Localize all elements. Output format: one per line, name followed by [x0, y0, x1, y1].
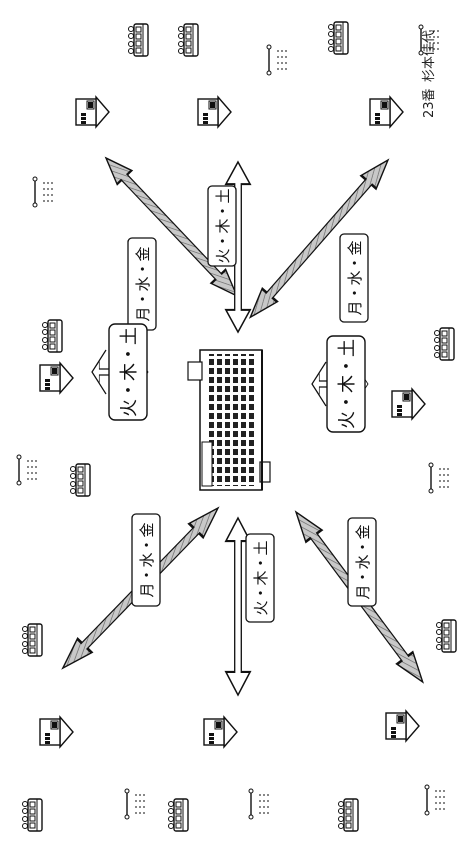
label-middle-left-text: 火・木・土 — [119, 327, 140, 417]
train-icon — [337, 798, 359, 832]
train-icon — [127, 23, 149, 57]
train-icon — [435, 619, 457, 653]
label-top-right-text: 月・水・金 — [346, 240, 364, 315]
house-icon — [369, 96, 404, 128]
label-bottom-right-text: 月・水・金 — [354, 524, 372, 599]
people-crossing-icon — [124, 788, 146, 820]
house-icon — [197, 96, 232, 128]
label-bottom-center: 火・木・土 — [245, 533, 275, 623]
train-icon — [21, 623, 43, 657]
train-icon — [433, 327, 455, 361]
label-bottom-center-text: 火・木・土 — [252, 540, 270, 615]
label-bottom-left: 月・水・金 — [131, 513, 161, 607]
house-icon — [203, 716, 238, 748]
label-top-center: 火・木・土 — [207, 185, 237, 267]
house-icon — [39, 716, 74, 748]
train-icon — [177, 23, 199, 57]
label-middle-right: 火・木・土 — [326, 335, 366, 433]
house-icon — [391, 388, 426, 420]
train-icon — [167, 798, 189, 832]
left-branch-arrow — [91, 349, 149, 395]
center-mall-building-icon — [187, 349, 271, 491]
train-icon — [69, 463, 91, 497]
house-icon — [39, 362, 74, 394]
people-crossing-icon — [32, 176, 54, 208]
label-top-right: 月・水・金 — [339, 233, 369, 323]
label-top-center-text: 火・木・土 — [214, 188, 232, 263]
header-number: 23番 — [422, 88, 437, 118]
label-top-left: 月・水・金 — [127, 237, 157, 331]
people-crossing-icon — [424, 784, 446, 816]
diagonal-arrow-top-right — [241, 152, 397, 325]
train-icon — [21, 798, 43, 832]
right-branch-arrow — [311, 361, 369, 407]
train-icon — [327, 21, 349, 55]
house-icon — [385, 710, 420, 742]
people-crossing-icon — [428, 462, 450, 494]
people-crossing-icon — [266, 44, 288, 76]
header-author: 杉本佳代 — [422, 30, 437, 82]
train-icon — [41, 319, 63, 353]
label-middle-left: 火・木・土 — [108, 323, 148, 421]
people-crossing-icon — [16, 454, 38, 486]
label-middle-right-text: 火・木・土 — [337, 339, 358, 429]
label-top-left-text: 月・水・金 — [134, 246, 152, 321]
people-crossing-icon — [248, 788, 270, 820]
label-bottom-left-text: 月・水・金 — [138, 522, 156, 597]
label-bottom-right: 月・水・金 — [347, 517, 377, 607]
house-icon — [75, 96, 110, 128]
